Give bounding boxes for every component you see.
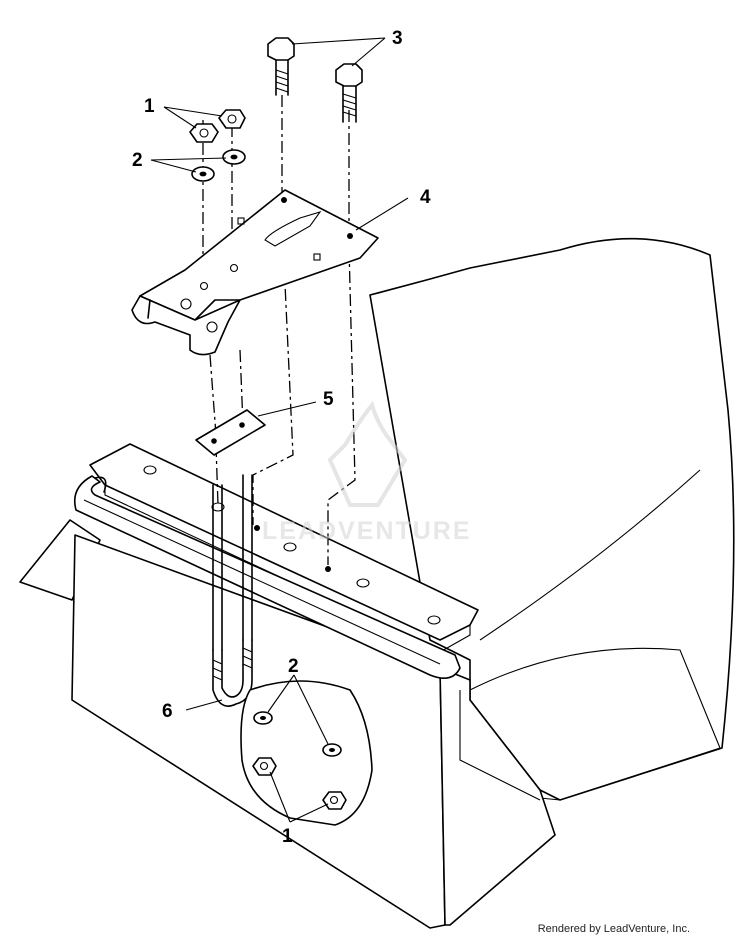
callout-labels: 1 2 3 4 5 6 2 1 (132, 28, 431, 847)
nut-top-left (189, 123, 219, 143)
watermark-logo-icon (327, 400, 408, 507)
watermark: LEADVENTURE (262, 400, 472, 545)
bagger-housing (369, 237, 735, 801)
bracket (131, 189, 379, 356)
callout-4: 4 (420, 187, 431, 208)
callout-3: 3 (392, 28, 403, 49)
bolt-right (335, 63, 363, 123)
nut-top-right (218, 109, 246, 129)
callout-2-top: 2 (132, 150, 143, 171)
callout-1-top: 1 (144, 96, 155, 117)
callout-5: 5 (323, 389, 334, 410)
u-bolt (212, 474, 253, 707)
callout-2-bottom: 2 (288, 656, 299, 677)
washer-top-right (222, 149, 246, 165)
washer-top-left (191, 166, 215, 182)
render-credit: Rendered by LeadVenture, Inc. (537, 923, 690, 935)
handle-bar (73, 475, 461, 680)
cutaway-detail (240, 680, 373, 826)
callout-1-bottom: 1 (282, 826, 293, 847)
leader-lines (150, 37, 409, 823)
bolt-left (267, 37, 295, 96)
watermark-text: LEADVENTURE (262, 517, 472, 545)
clamp-plate (195, 409, 266, 456)
callout-6: 6 (162, 701, 173, 722)
